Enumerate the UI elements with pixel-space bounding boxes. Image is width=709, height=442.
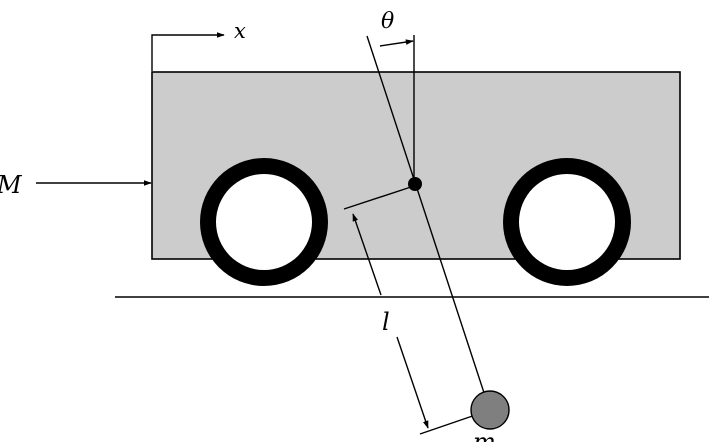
length-arrow-lower bbox=[396, 336, 429, 429]
left-wheel bbox=[200, 158, 328, 286]
x-displacement-arrow bbox=[151, 32, 225, 71]
length-label: l bbox=[382, 308, 390, 336]
force-label: M bbox=[0, 171, 23, 199]
mass-label: m bbox=[473, 428, 496, 442]
right-wheel bbox=[503, 158, 631, 286]
length-arrow-upper bbox=[352, 213, 382, 296]
theta-label: θ bbox=[381, 9, 394, 34]
length-tick-top bbox=[343, 185, 415, 210]
x-label: x bbox=[234, 19, 246, 43]
pivot-point bbox=[408, 177, 422, 191]
theta-angle-arrow bbox=[379, 39, 414, 47]
right-wheel-hub bbox=[519, 174, 615, 270]
pendulum-rod bbox=[366, 35, 490, 409]
left-wheel-hub bbox=[216, 174, 312, 270]
pendulum-bob bbox=[470, 390, 510, 430]
